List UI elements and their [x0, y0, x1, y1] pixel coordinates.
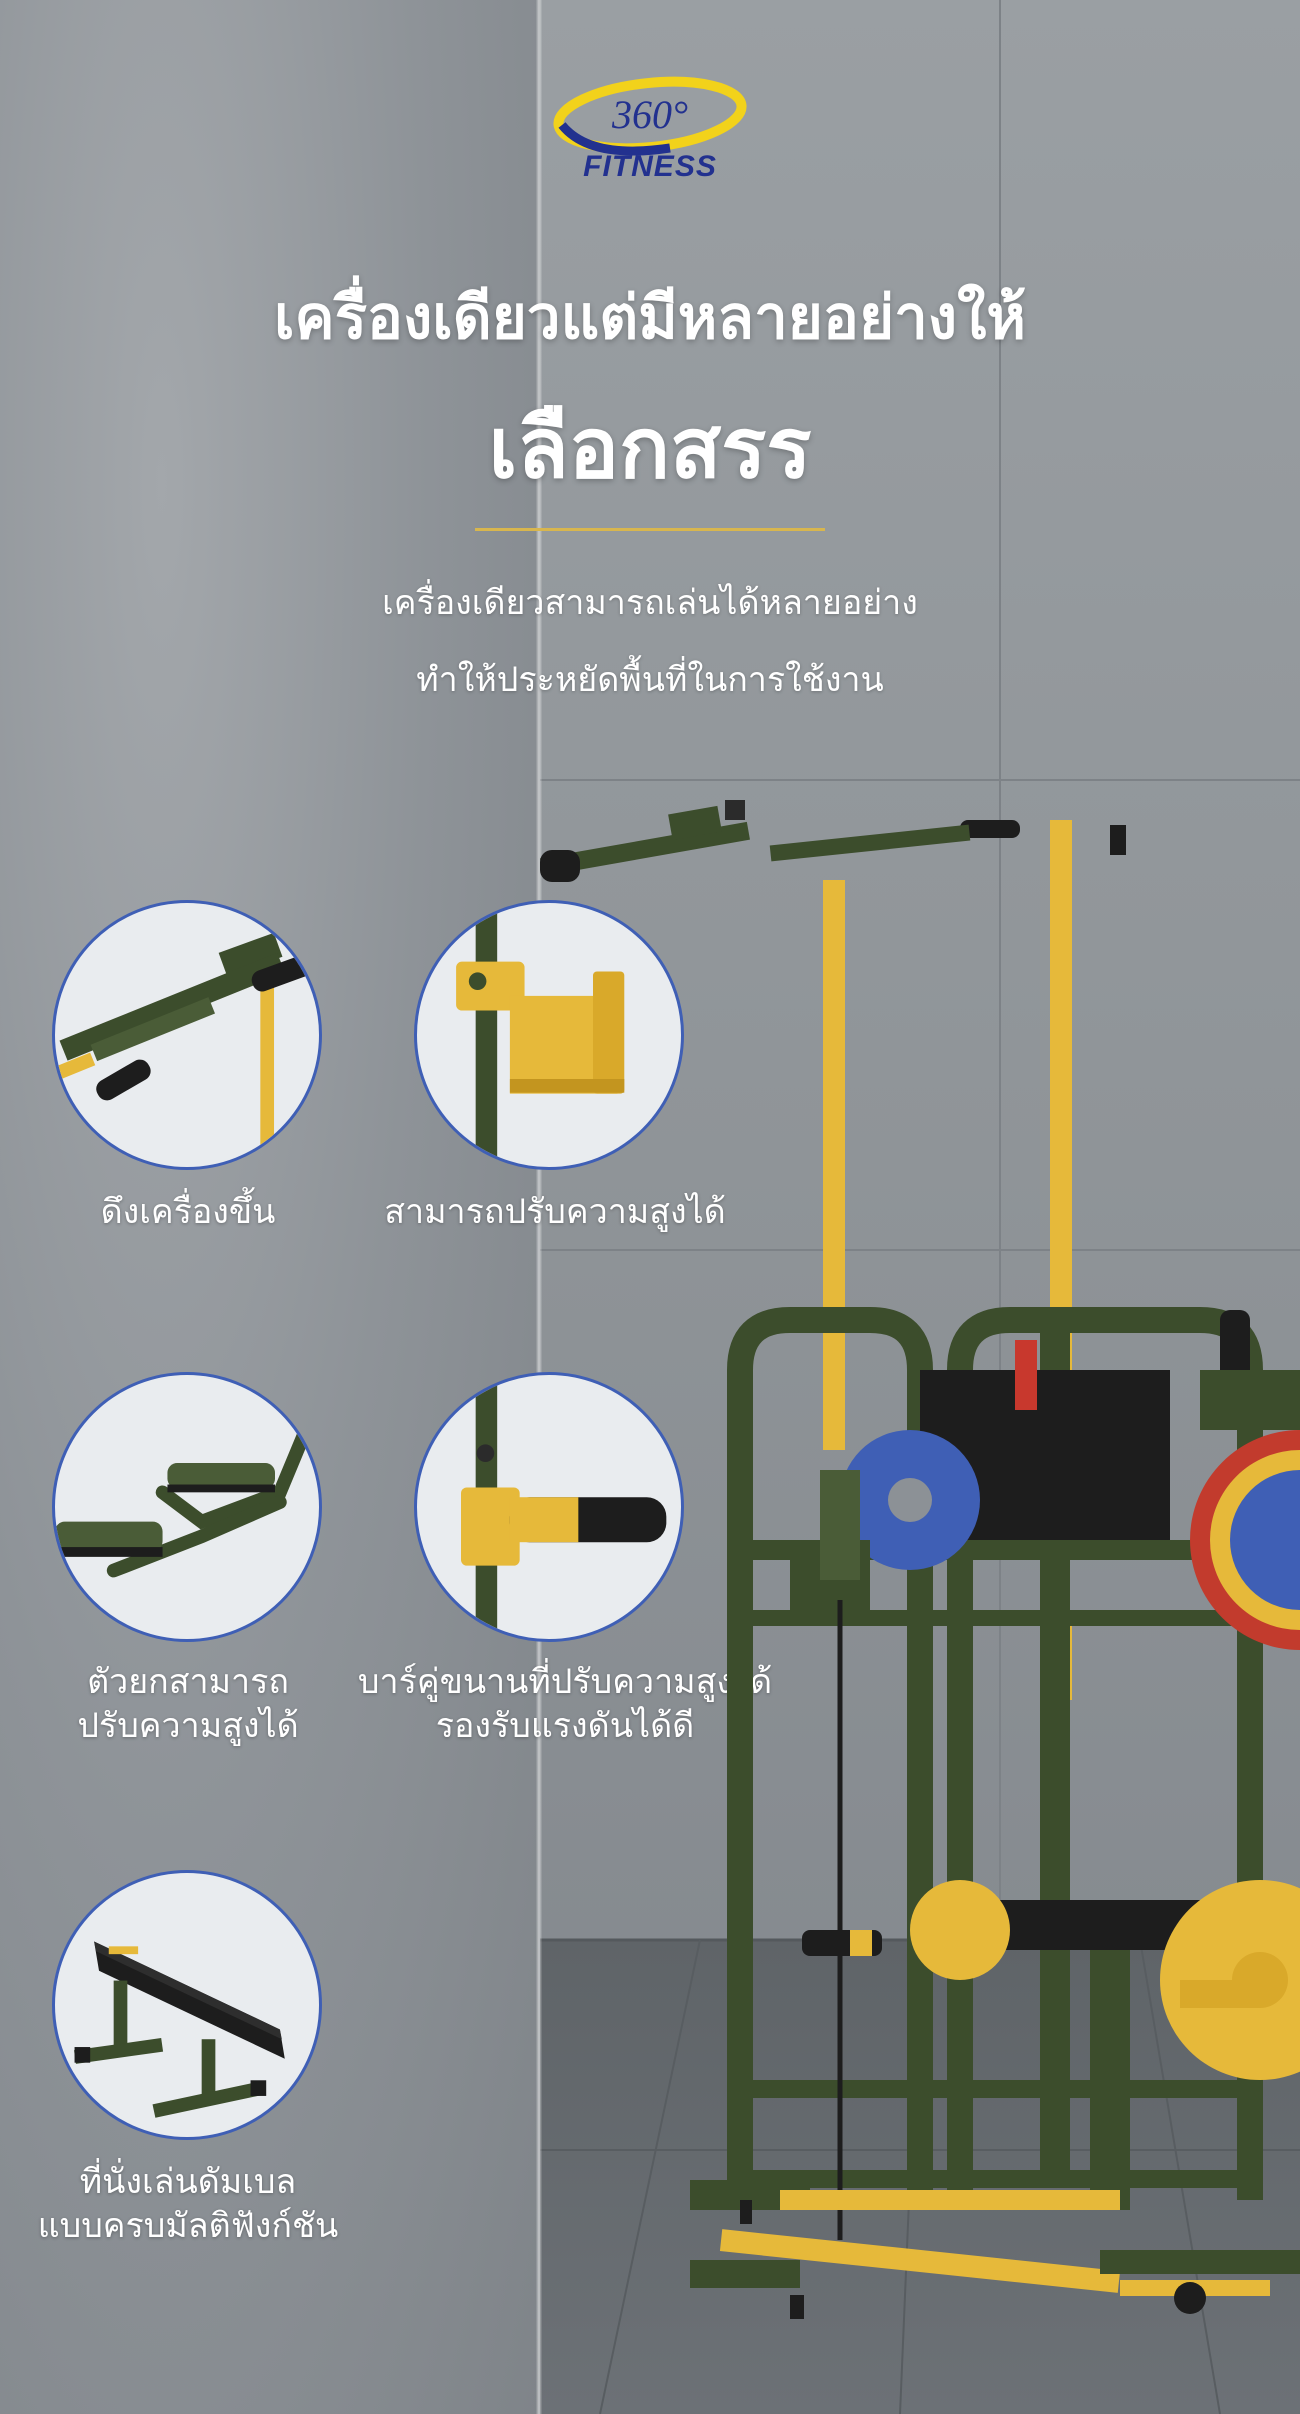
caption-line: ตัวยกสามารถ — [87, 1662, 289, 1702]
dip-bar-icon — [461, 1375, 667, 1639]
feature-circle-dip-bar — [414, 1372, 684, 1642]
feature-caption-hook: สามารถปรับความสูงได้ — [355, 1190, 755, 1234]
feature-circle-hook — [414, 900, 684, 1170]
caption-line: แบบครบมัลติฟังก์ชัน — [37, 2206, 339, 2247]
bench-icon — [74, 1941, 285, 2118]
power-tower-machine-icon — [540, 800, 1300, 2319]
feature-caption-pull-up: ดึงเครื่องขึ้น — [30, 1190, 346, 1234]
feature-caption-leg-holder: ตัวยกสามารถ ปรับความสูงได้ — [30, 1660, 346, 1748]
feature-caption-dip-bar: บาร์คู่ขนานที่ปรับความสูงได้ รองรับแรงดั… — [335, 1660, 795, 1748]
leg-holder-icon — [55, 1426, 312, 1578]
caption-line: สามารถปรับความสูงได้ — [384, 1192, 726, 1232]
hook-icon — [456, 903, 625, 1167]
headline-line-1: เครื่องเดียวแต่มีหลายอย่างให้ — [274, 283, 1026, 353]
headline-line-2: เลือกสรร — [488, 399, 812, 497]
caption-line: ดึงเครื่องขึ้น — [100, 1192, 276, 1232]
subtitle-line-1: เครื่องเดียวสามารถเล่นได้หลายอย่าง — [382, 583, 918, 623]
caption-line: ปรับความสูงได้ — [77, 1706, 299, 1747]
logo-word: FITNESS — [583, 150, 717, 183]
brand-logo-icon: 360° — [553, 76, 747, 156]
feature-circle-bench — [52, 1870, 322, 2140]
caption-line: บาร์คู่ขนานที่ปรับความสูงได้ — [357, 1662, 773, 1702]
pull-up-bar-icon — [55, 932, 318, 1167]
logo-number: 360° — [611, 92, 688, 137]
feature-circle-leg-holder — [52, 1372, 322, 1642]
subtitle-line-2: ทำให้ประหยัดพื้นที่ในการใช้งาน — [416, 660, 884, 700]
caption-line: รองรับแรงดันได้ดี — [435, 1706, 695, 1747]
gold-divider — [475, 528, 825, 531]
panel-divider — [536, 0, 542, 2414]
feature-circle-pull-up — [52, 900, 322, 1170]
feature-caption-bench: ที่นั่งเล่นดัมเบล แบบครบมัลติฟังก์ชัน — [0, 2160, 376, 2248]
caption-line: ที่นั่งเล่นดัมเบล — [79, 2162, 297, 2202]
